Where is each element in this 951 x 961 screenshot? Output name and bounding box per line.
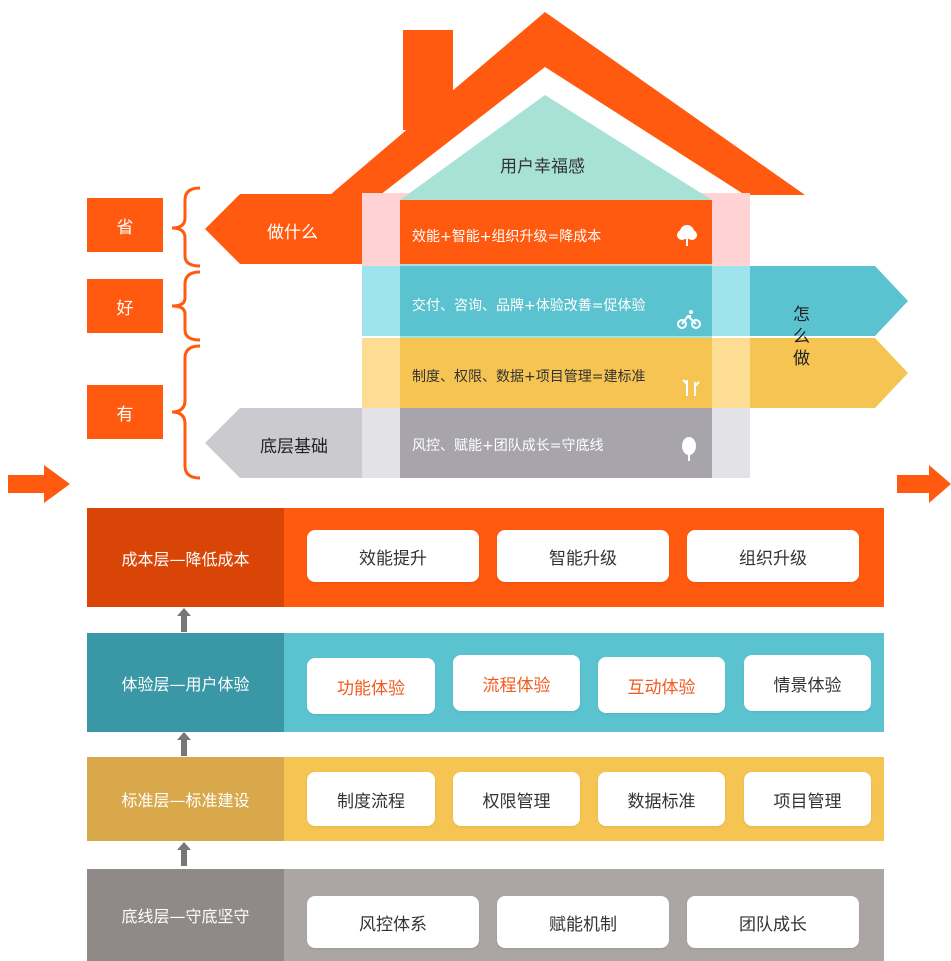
pill-interaction-experience: 互动体验 (598, 657, 725, 713)
pill-project-management: 项目管理 (744, 772, 871, 826)
roof (330, 12, 805, 195)
right-arrow-yellow (712, 338, 908, 408)
band-text-experience: 交付、咨询、品牌+体验改善=促体验 (412, 298, 646, 314)
left-arrow-gray (205, 408, 362, 478)
side-label-have: 有 (87, 385, 163, 439)
pill-risk-control: 风控体系 (307, 896, 479, 948)
right-label-how: 怎 么 做 (793, 305, 810, 369)
leaf-tree-icon (682, 437, 696, 461)
band-yellow (400, 338, 712, 408)
layer-label-experience: 体验层—用户体验 (87, 633, 284, 732)
pill-data-standard: 数据标准 (598, 772, 725, 826)
pill-empowerment: 赋能机制 (497, 896, 669, 948)
brace-top (171, 186, 201, 268)
arrow-right-left-edge (8, 465, 70, 503)
right-arrow-teal (712, 266, 908, 336)
pill-function-experience: 功能体验 (307, 658, 435, 714)
roof-title: 用户幸福感 (500, 157, 585, 177)
pill-process-experience: 流程体验 (453, 655, 580, 711)
band-orange (400, 200, 712, 264)
left-arrow-label-top: 做什么 (267, 223, 318, 243)
pill-scenario-experience: 情景体验 (744, 655, 871, 711)
band-text-baseline: 风控、赋能+团队成长=守底线 (412, 438, 604, 454)
house-graphic (171, 12, 908, 480)
layer-label-baseline: 底线层—守底坚守 (87, 869, 284, 961)
layer-label-cost: 成本层—降低成本 (87, 508, 284, 607)
up-arrow-3 (177, 842, 191, 866)
up-arrow-1 (177, 608, 191, 632)
side-label-good: 好 (87, 279, 163, 333)
tree-icon (677, 225, 697, 246)
brace-mid (171, 270, 201, 342)
band-teal (400, 266, 712, 336)
pill-system-process: 制度流程 (307, 772, 435, 826)
brace-bottom (171, 344, 201, 480)
left-arrow-orange (205, 194, 362, 264)
pill-permission-management: 权限管理 (453, 772, 580, 826)
band-text-standard: 制度、权限、数据+项目管理=建标准 (412, 369, 646, 385)
arrow-right-right-edge (897, 465, 951, 503)
pill-organization: 组织升级 (687, 530, 859, 582)
layer-label-standard: 标准层—标准建设 (87, 757, 284, 841)
band-gray (400, 408, 712, 478)
up-arrow-2 (177, 732, 191, 756)
bicycle-icon (677, 310, 701, 329)
side-label-save: 省 (87, 198, 163, 252)
pill-intelligence: 智能升级 (497, 530, 669, 582)
sprout-icon (682, 379, 700, 396)
band-text-cost: 效能+智能+组织升级=降成本 (412, 229, 602, 245)
pill-team-growth: 团队成长 (687, 896, 859, 948)
left-arrow-label-bottom: 底层基础 (260, 437, 328, 457)
pill-efficiency: 效能提升 (307, 530, 479, 582)
